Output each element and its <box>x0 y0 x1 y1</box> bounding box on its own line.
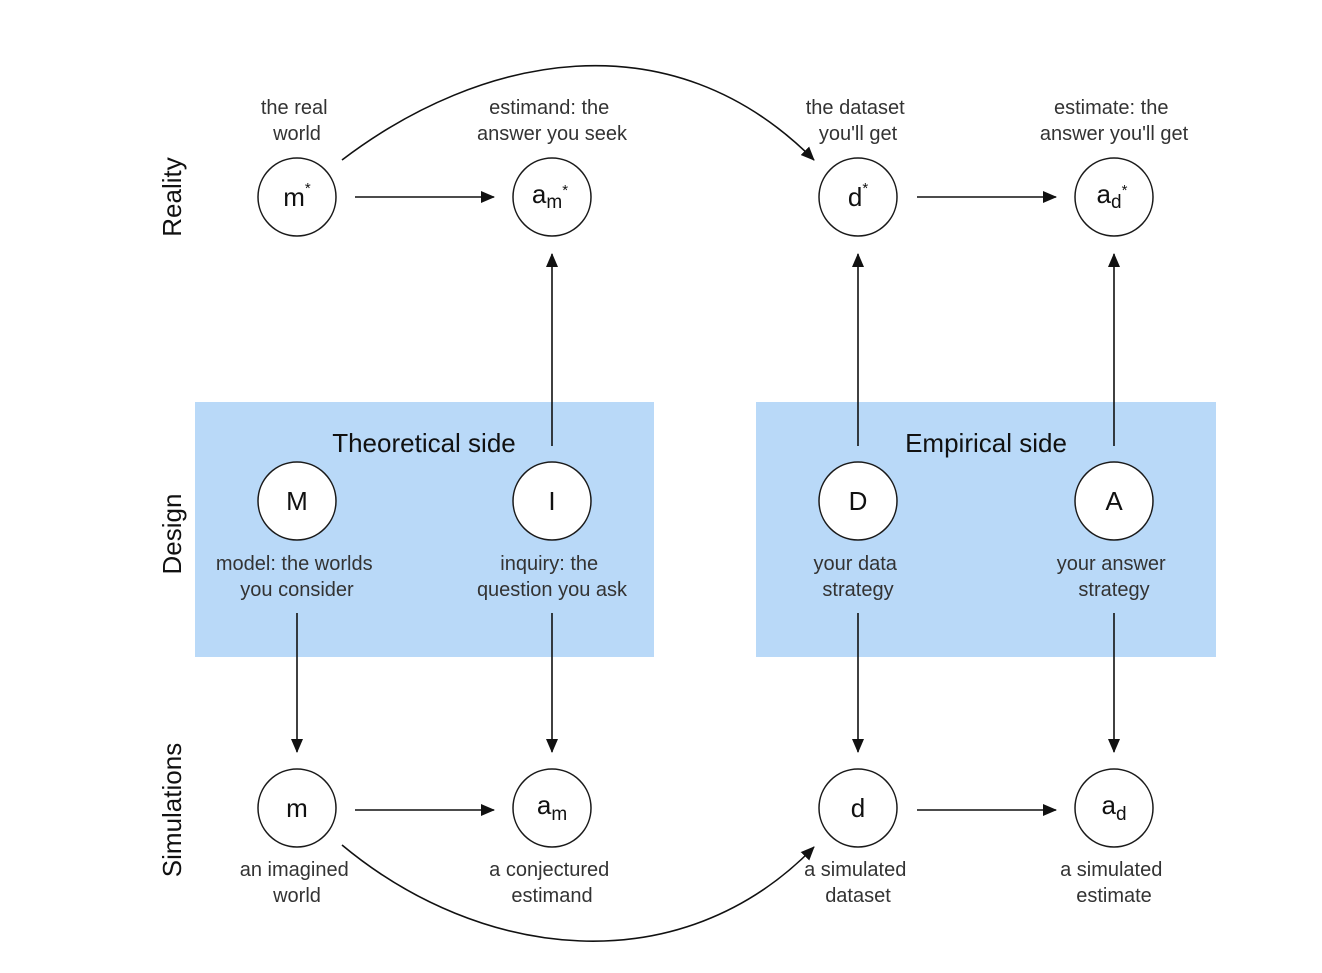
node-D: D <box>818 461 898 541</box>
node-m-star: m* <box>257 157 337 237</box>
node-A: A <box>1074 461 1154 541</box>
caption-a-m-star: estimand: the answer you seek <box>477 97 628 145</box>
node-a-d: ad <box>1074 768 1154 848</box>
row-label-design: Design <box>157 494 187 575</box>
empirical-side-title: Empirical side <box>905 428 1067 458</box>
node-a-m-star: am* <box>512 157 592 237</box>
node-I: I <box>512 461 592 541</box>
edge-m-star-to-d-star-curve <box>341 64 815 161</box>
svg-text:am*: am* <box>532 179 568 213</box>
caption-D: your data strategy <box>814 553 903 601</box>
svg-text:ad*: ad* <box>1097 179 1128 213</box>
caption-a-m: a conjectured estimand <box>489 859 615 907</box>
caption-m: an imagined world <box>240 859 355 907</box>
svg-text:D: D <box>849 486 868 516</box>
row-label-simulations: Simulations <box>157 743 187 877</box>
edge-m-to-d-curve <box>341 844 815 942</box>
node-a-d-star: ad* <box>1074 157 1154 237</box>
svg-text:M: M <box>286 486 308 516</box>
svg-text:I: I <box>548 486 555 516</box>
node-d: d <box>818 768 898 848</box>
caption-M: model: the worlds you consider <box>216 553 378 601</box>
row-label-reality: Reality <box>157 157 187 236</box>
svg-text:m*: m* <box>283 180 311 212</box>
theoretical-side-title: Theoretical side <box>332 428 516 458</box>
node-d-star: d* <box>818 157 898 237</box>
caption-a-d: a simulated estimate <box>1060 859 1168 907</box>
caption-A: your answer strategy <box>1057 553 1172 601</box>
svg-text:m: m <box>286 793 308 823</box>
svg-text:d*: d* <box>848 180 868 212</box>
node-m: m <box>257 768 337 848</box>
caption-d: a simulated dataset <box>804 859 912 907</box>
node-a-m: am <box>512 768 592 848</box>
caption-I: inquiry: the question you ask <box>477 553 628 601</box>
svg-text:A: A <box>1105 486 1123 516</box>
caption-a-d-star: estimate: the answer you'll get <box>1040 97 1189 145</box>
caption-d-star: the dataset you'll get <box>806 97 911 145</box>
svg-text:am: am <box>537 790 567 825</box>
svg-text:ad: ad <box>1101 790 1126 825</box>
node-M: M <box>257 461 337 541</box>
caption-m-star: the real world <box>261 97 333 145</box>
svg-text:d: d <box>851 793 865 823</box>
